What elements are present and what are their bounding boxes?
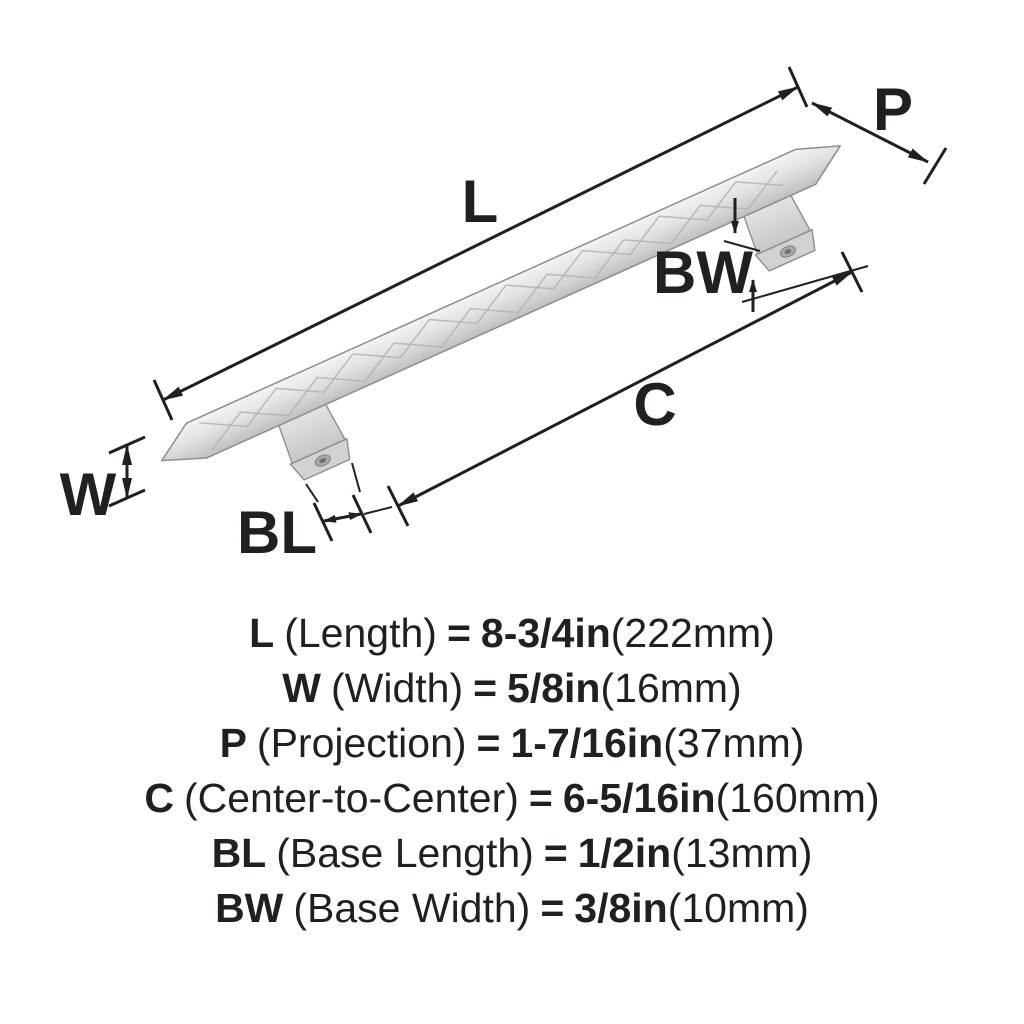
dim-value-imperial: 1-7/16in (510, 720, 664, 766)
dim-code: W (282, 665, 321, 711)
dim-value-imperial: 8-3/4in (480, 610, 611, 656)
dim-length (152, 66, 809, 421)
dim-value-metric: (10mm) (667, 885, 809, 931)
dim-bw-ext-top (723, 240, 761, 252)
dimension-legend: L(Length)=8-3/4in(222mm) W(Width)=5/8in(… (0, 606, 1024, 936)
dim-value-metric: (37mm) (663, 720, 805, 766)
equals-sign: = (540, 885, 565, 931)
equals-sign: = (543, 830, 568, 876)
legend-row-center-to-center: C(Center-to-Center)=6-5/16in(160mm) (0, 771, 1024, 826)
dim-c-tick-right (840, 251, 864, 293)
dim-code: BL (211, 830, 267, 876)
dim-label-center-to-center: C (633, 371, 676, 438)
dim-bl-tick-left (312, 502, 334, 542)
dim-l-tick-left (152, 379, 174, 421)
dim-l-tick-right (787, 66, 809, 108)
equals-sign: = (528, 775, 553, 821)
legend-row-projection: P(Projection)=1-7/16in(37mm) (0, 716, 1024, 771)
dim-p-tick (922, 147, 948, 185)
dim-name: (Width) (330, 665, 464, 711)
dim-name: (Base Width) (293, 885, 531, 931)
dim-c-tick-left (386, 485, 410, 527)
dim-projection (811, 101, 948, 185)
dim-base-length (305, 462, 393, 542)
dim-value-imperial: 6-5/16in (562, 775, 716, 821)
dim-code: L (249, 610, 275, 656)
dim-code: P (219, 720, 247, 766)
dim-name: (Length) (284, 610, 437, 656)
dim-name: (Base Length) (276, 830, 534, 876)
legend-row-length: L(Length)=8-3/4in(222mm) (0, 606, 1024, 661)
dim-bl-ext-right (363, 506, 393, 515)
dim-w-tick-bottom (108, 488, 146, 508)
dim-bl-ext-post-left (305, 483, 319, 503)
dim-value-metric: (16mm) (600, 665, 742, 711)
dim-bl-tick-right (351, 494, 373, 534)
dim-value-metric: (160mm) (715, 775, 880, 821)
dim-value-metric: (13mm) (671, 830, 813, 876)
dim-code: C (144, 775, 174, 821)
dim-label-base-length: BL (237, 499, 317, 566)
legend-row-width: W(Width)=5/8in(16mm) (0, 661, 1024, 716)
dim-value-metric: (222mm) (610, 610, 775, 656)
handle-technical-drawing: L P BW C W (60, 66, 948, 566)
dim-code: BW (215, 885, 284, 931)
legend-row-base-length: BL(Base Length)=1/2in(13mm) (0, 826, 1024, 881)
dim-value-imperial: 1/2in (577, 830, 672, 876)
dim-label-length: L (462, 168, 499, 235)
dim-value-imperial: 3/8in (574, 885, 668, 931)
dim-name: (Center-to-Center) (183, 775, 519, 821)
equals-sign: = (473, 665, 498, 711)
equals-sign: = (446, 610, 471, 656)
dim-w-tick-top (108, 435, 146, 455)
cabinet-pull-handle (160, 145, 841, 481)
dim-bl-ext-post-right (351, 462, 361, 493)
dim-label-width: W (60, 461, 117, 528)
dim-label-projection: P (873, 76, 913, 143)
equals-sign: = (476, 720, 501, 766)
dim-width (108, 435, 146, 508)
dim-value-imperial: 5/8in (507, 665, 601, 711)
dim-name: (Projection) (256, 720, 467, 766)
legend-row-base-width: BW(Base Width)=3/8in(10mm) (0, 881, 1024, 936)
dim-label-base-width: BW (653, 239, 753, 306)
dim-center-to-center (386, 251, 864, 527)
